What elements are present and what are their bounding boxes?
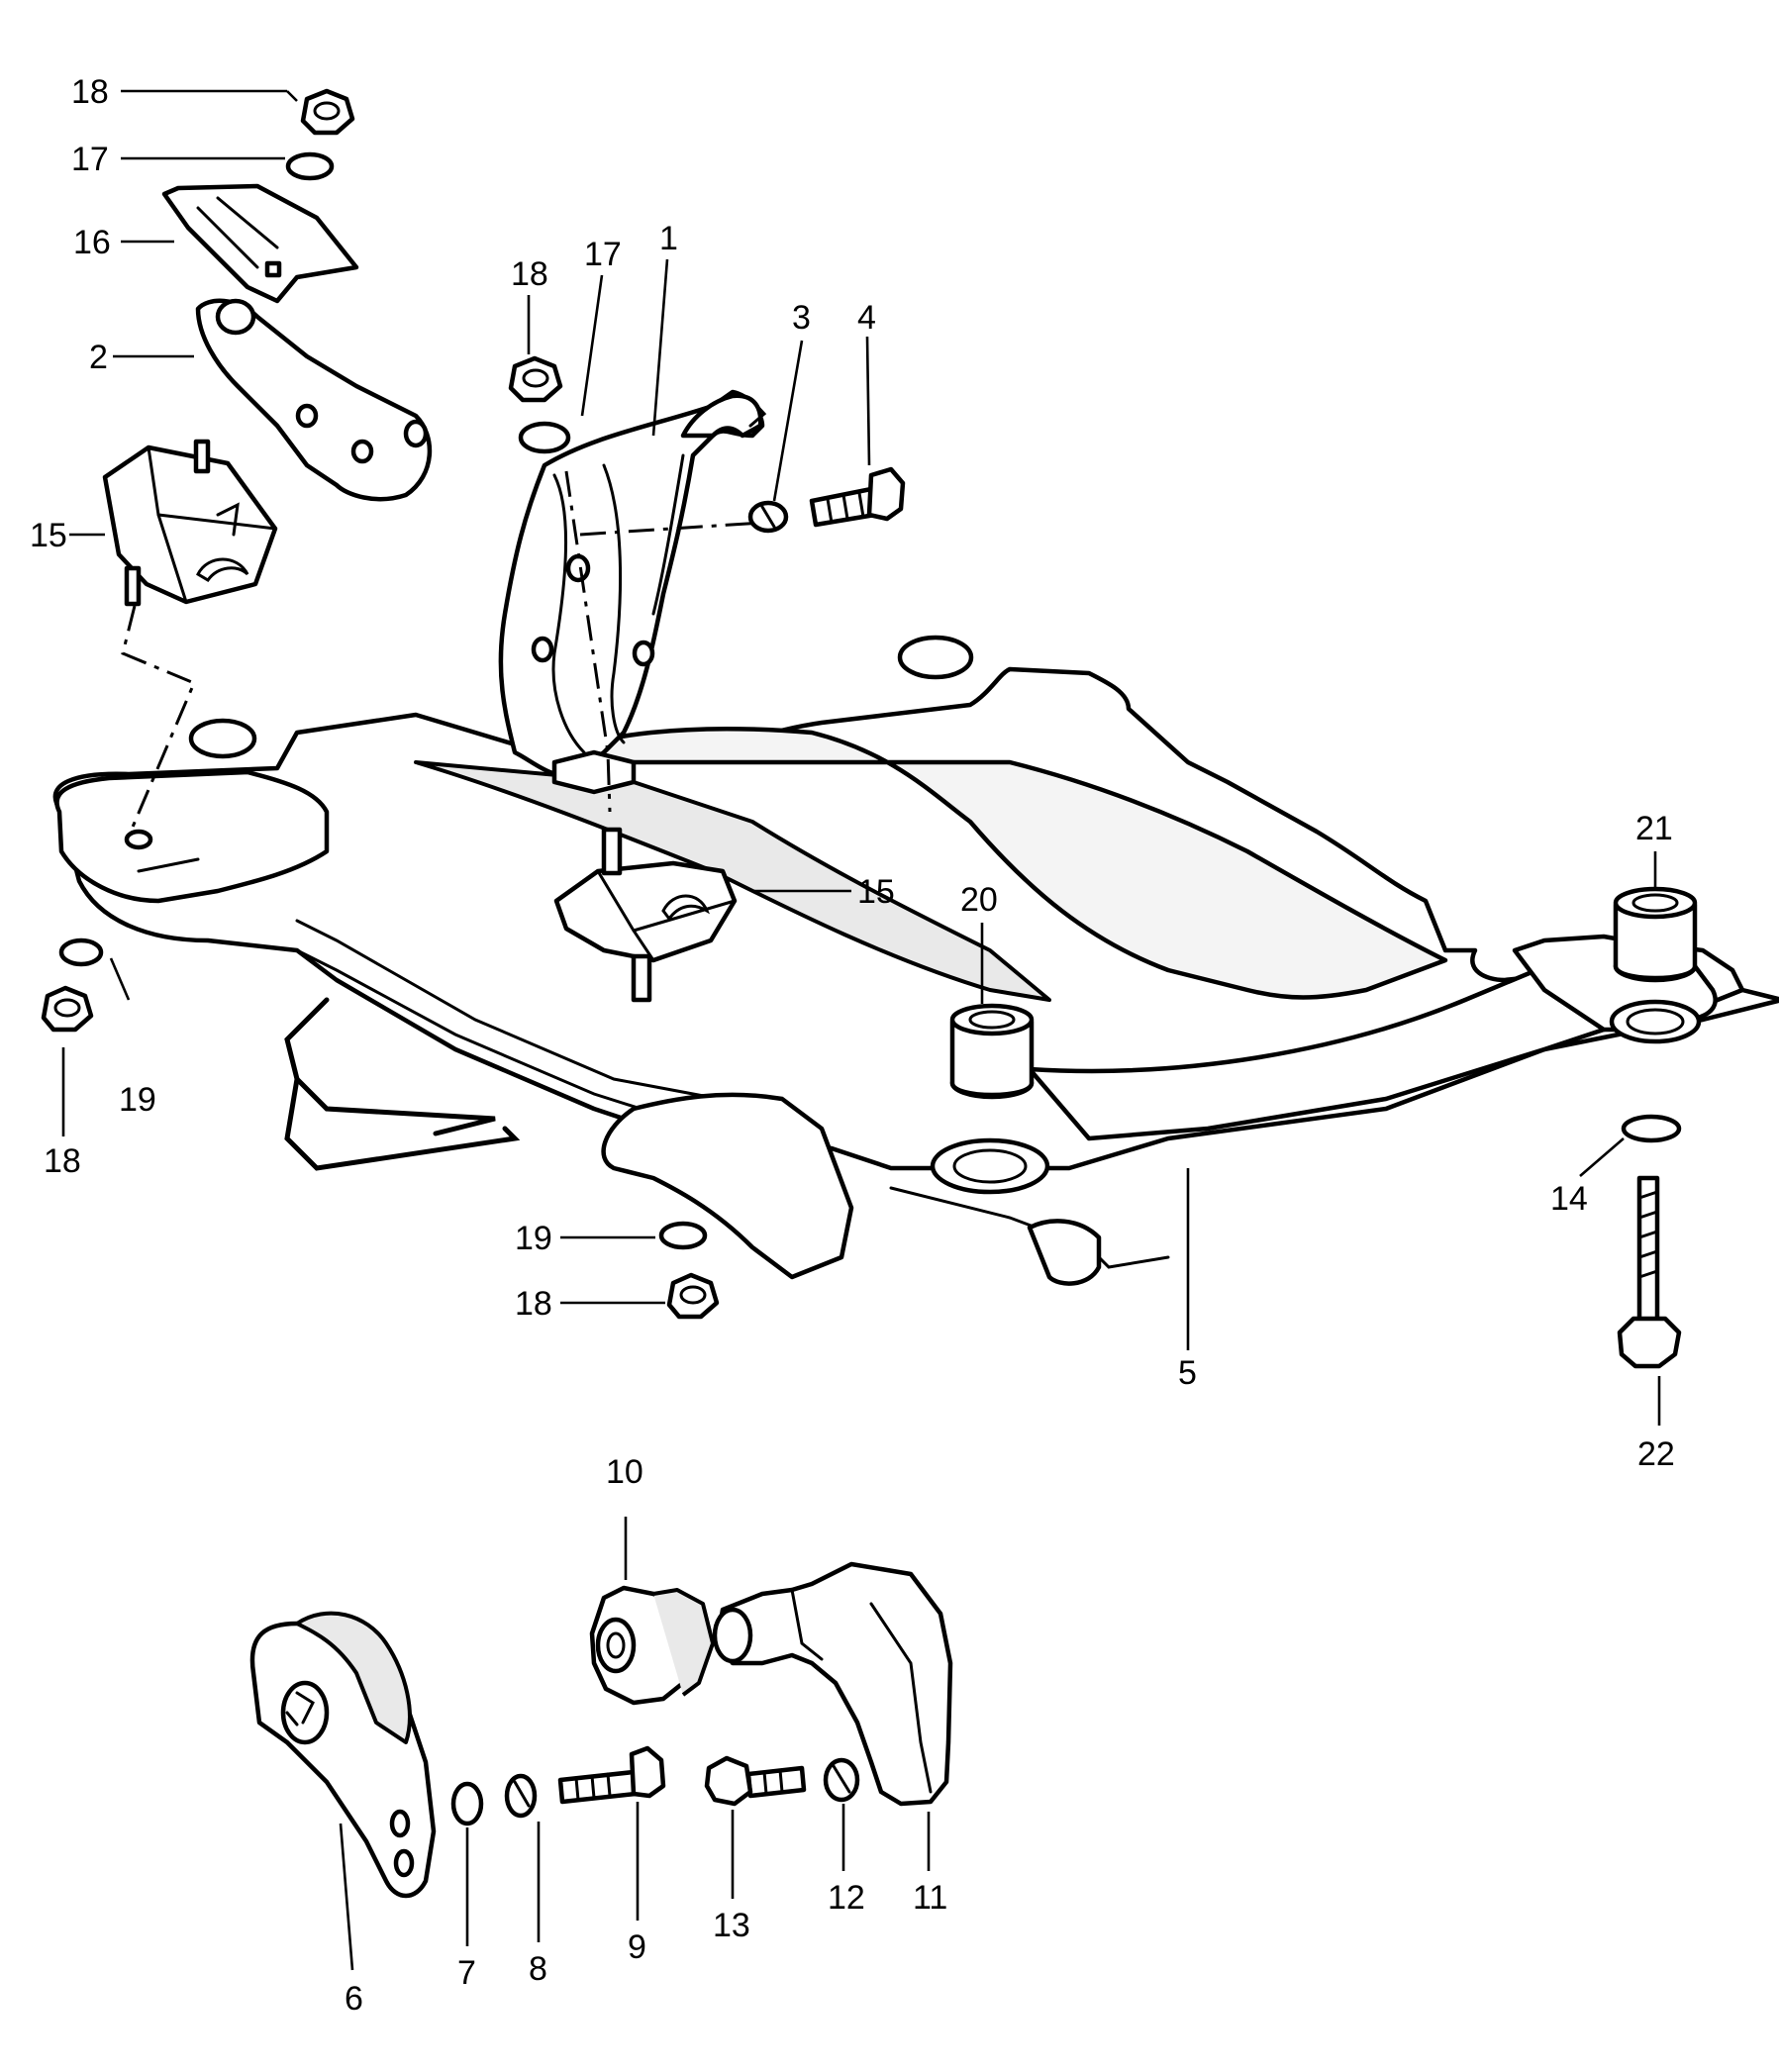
nut-18-center-lower	[666, 1272, 720, 1320]
label-5: 5	[1178, 1354, 1197, 1392]
engine-mount-rubber-upper	[102, 439, 278, 607]
label-16: 16	[73, 224, 111, 261]
rubber-bushing-21	[1613, 886, 1698, 983]
label-10: 10	[606, 1453, 643, 1491]
label-6: 6	[345, 1980, 363, 2018]
label-18: 18	[44, 1142, 81, 1180]
nut-18-left	[41, 985, 94, 1033]
label-3: 3	[792, 299, 811, 337]
engine-mount-rubber-lower	[553, 827, 738, 1003]
mounting-bolt-22	[1617, 1175, 1682, 1369]
washer-19-center	[658, 1221, 708, 1250]
label-8: 8	[529, 1950, 547, 1988]
spring-washer-8	[504, 1773, 538, 1819]
label-12: 12	[828, 1879, 865, 1917]
bracket-11	[712, 1561, 953, 1807]
label-1: 1	[659, 220, 678, 257]
washer-19-left	[58, 937, 104, 967]
label-20: 20	[960, 881, 998, 919]
bolt-13	[704, 1755, 807, 1807]
label-13: 13	[713, 1907, 750, 1944]
label-18: 18	[511, 255, 548, 293]
rubber-bushing-20	[949, 1003, 1035, 1100]
alignment-line	[121, 605, 196, 833]
label-15: 15	[30, 517, 67, 554]
alignment-line	[579, 521, 763, 537]
part-labels: 18 17 16 2 15 18 17 1 3 4 15 20 21 14 5 …	[30, 73, 1675, 2018]
spring-washer-12	[823, 1757, 860, 1803]
label-17: 17	[71, 141, 109, 178]
washer-14	[1621, 1114, 1682, 1143]
label-15: 15	[857, 873, 895, 911]
washer-7	[450, 1781, 484, 1826]
bracket-6	[249, 1611, 437, 1899]
label-11: 11	[913, 1879, 947, 1917]
subframe-crossmember	[52, 635, 1779, 1286]
label-7: 7	[457, 1954, 476, 1992]
leader-lines	[61, 89, 1661, 1971]
bolt-9	[557, 1745, 666, 1805]
engine-mount-bracket	[498, 389, 767, 795]
label-14: 14	[1550, 1180, 1588, 1218]
label-19: 19	[119, 1081, 156, 1119]
washer-17-center	[518, 421, 571, 454]
label-9: 9	[628, 1928, 646, 1966]
washer-17-top-left	[285, 151, 335, 181]
label-17: 17	[584, 236, 622, 273]
mount-bracket-arm	[195, 298, 433, 502]
label-19: 19	[515, 1220, 552, 1257]
label-2: 2	[89, 339, 108, 376]
label-4: 4	[857, 299, 876, 337]
label-18: 18	[71, 73, 109, 111]
label-22: 22	[1637, 1435, 1675, 1473]
rubber-bushing-10	[589, 1585, 715, 1706]
nut-18-center	[508, 355, 563, 403]
label-18: 18	[515, 1285, 552, 1323]
spring-washer-3	[747, 500, 789, 534]
nut-18-top-left	[300, 88, 355, 136]
bolt-4	[809, 466, 906, 528]
label-21: 21	[1635, 810, 1673, 847]
heat-shield-plate	[161, 183, 359, 304]
